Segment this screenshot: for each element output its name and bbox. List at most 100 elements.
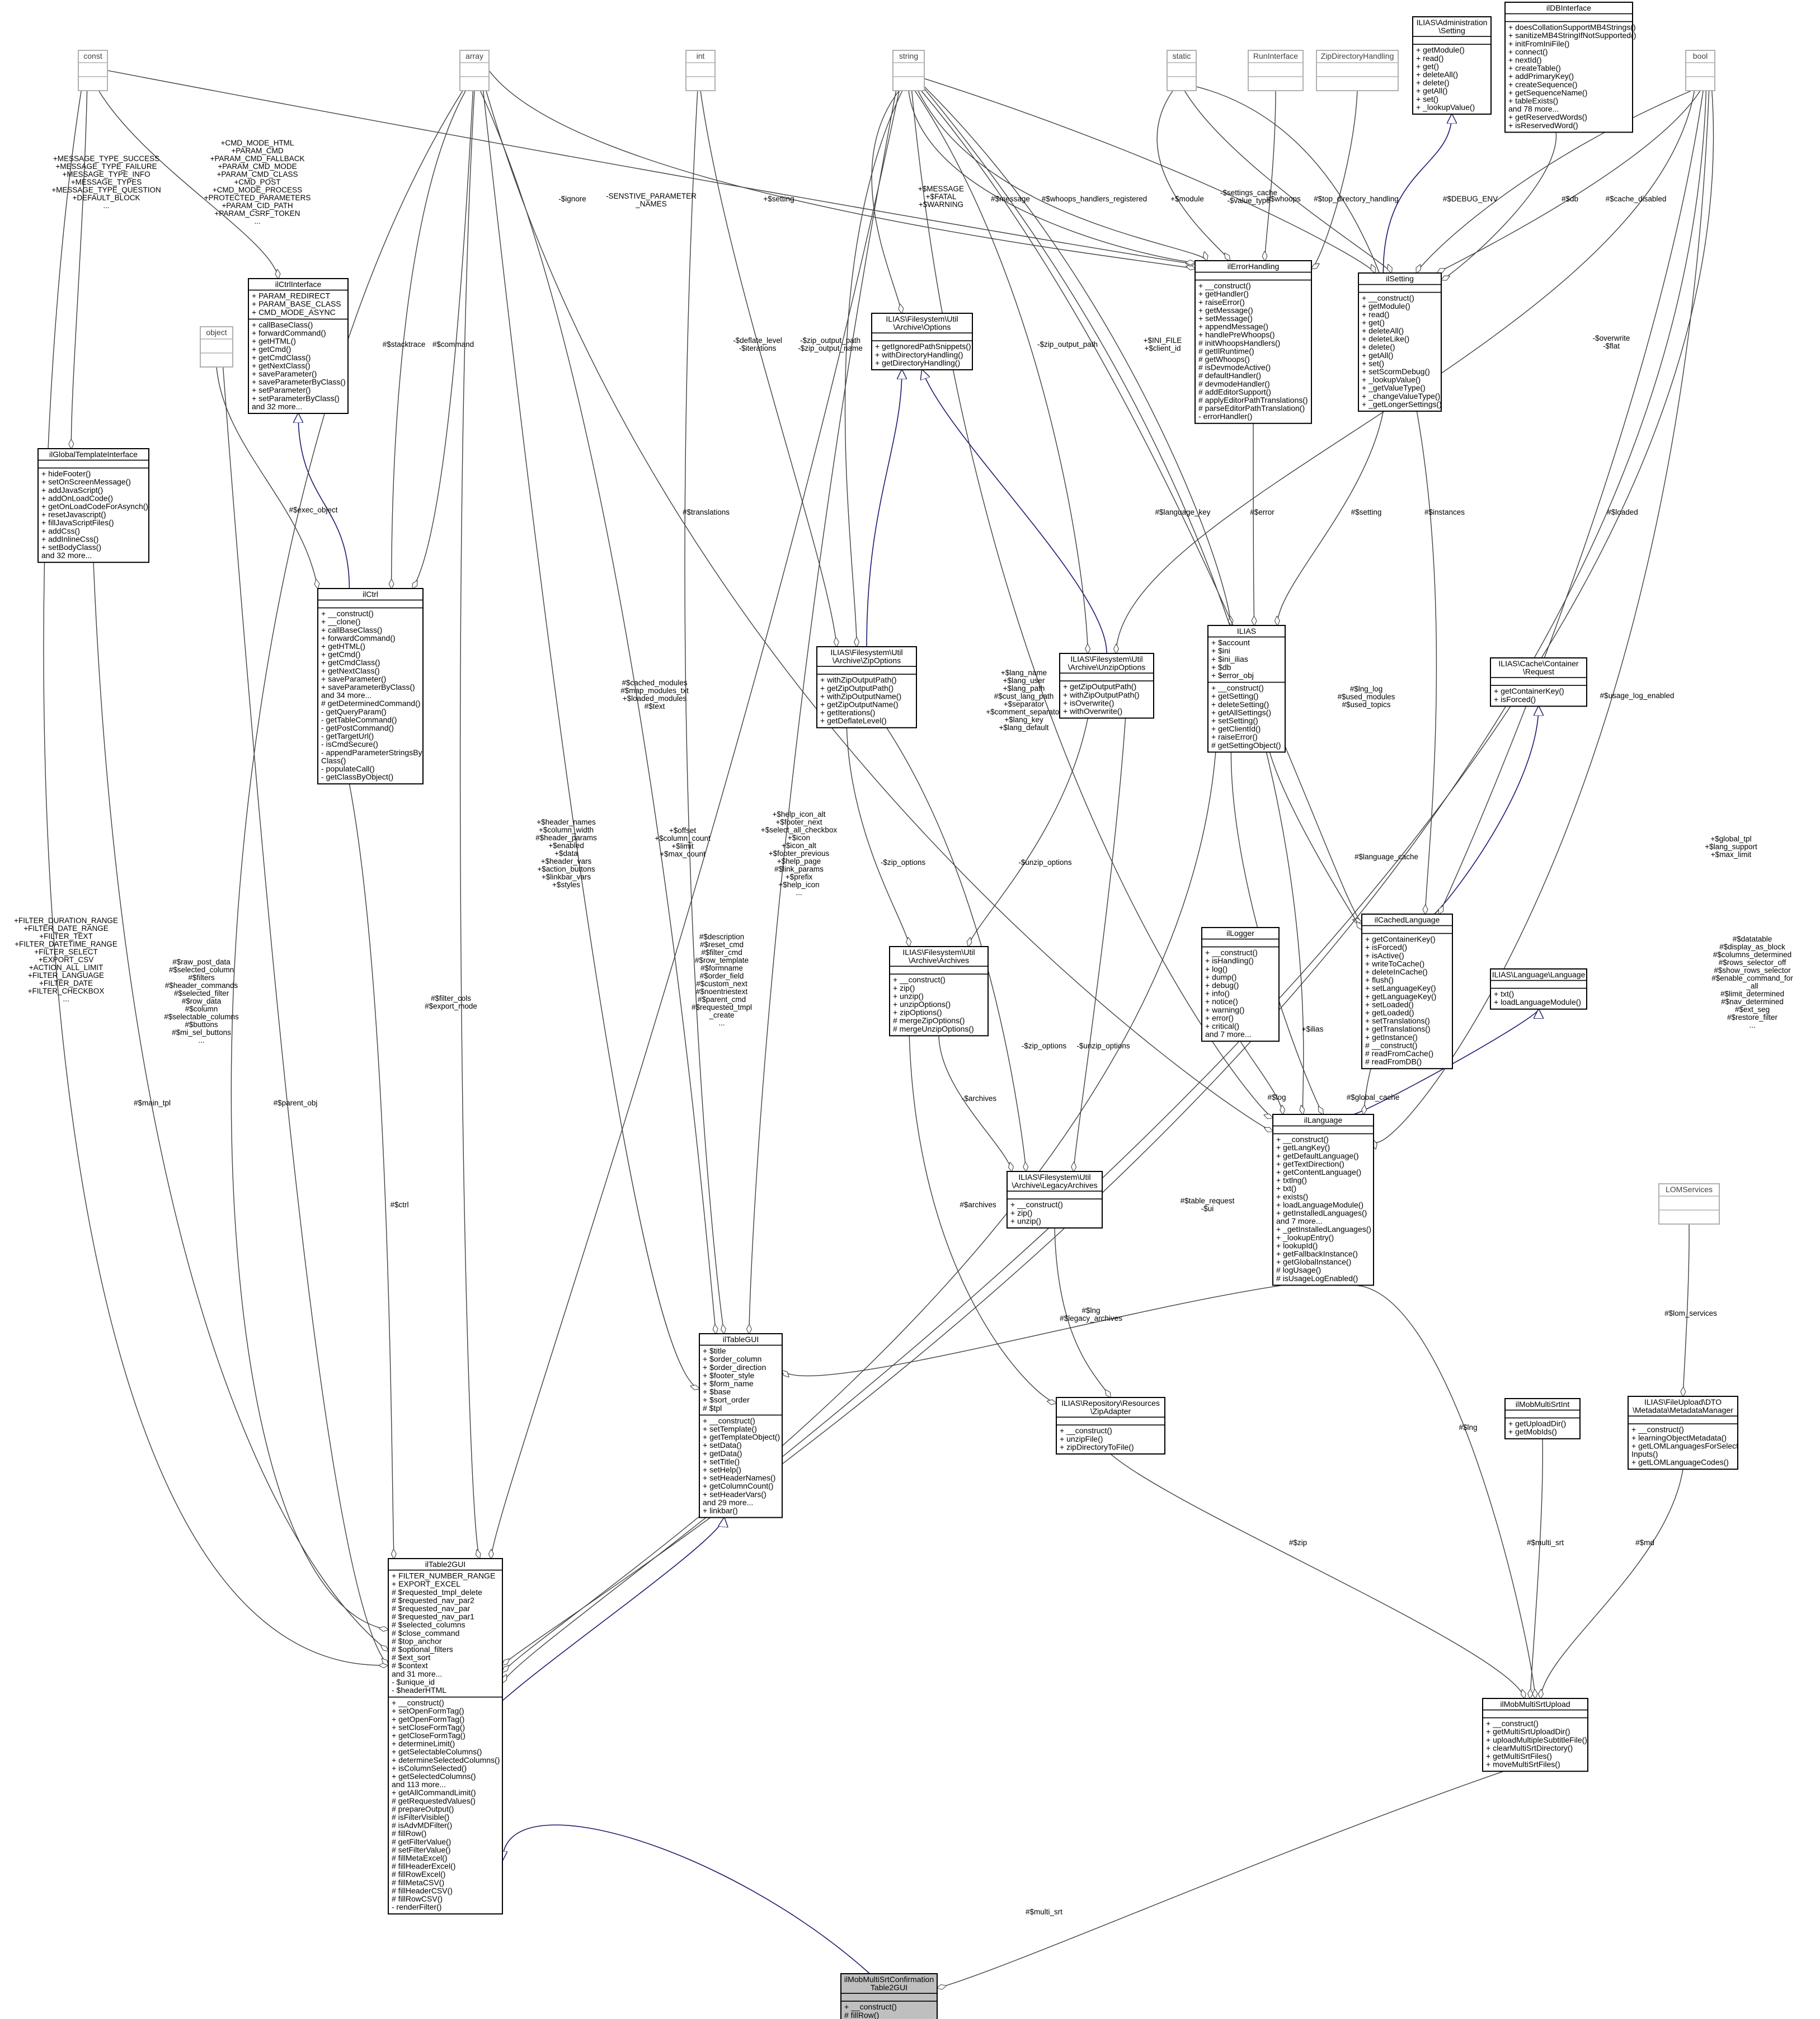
class-attribute: # $top_anchor bbox=[392, 1636, 442, 1645]
class-unzip-options[interactable]: ILIAS\Filesystem\Util\Archive\UnzipOptio… bbox=[1059, 653, 1154, 719]
class-il-table2gui[interactable]: ilTable2GUI+ FILTER_NUMBER_RANGE+ EXPORT… bbox=[388, 1558, 503, 1915]
class-attribute: + $footer_style bbox=[703, 1371, 754, 1380]
class-name: \Archive\Archives bbox=[909, 956, 969, 965]
class-method: + get() bbox=[1416, 62, 1439, 70]
class-method: + setOpenFormTag() bbox=[392, 1706, 464, 1715]
class-il-setting[interactable]: ilSetting+ __construct()+ getModule()+ r… bbox=[1358, 272, 1442, 412]
class-name: \Archive\UnzipOptions bbox=[1068, 663, 1146, 672]
class-string[interactable]: string bbox=[892, 50, 925, 91]
class-method: + setHeaderNames() bbox=[703, 1474, 775, 1483]
class-admin-setting[interactable]: ILIAS\Administration\Setting+ getModule(… bbox=[1412, 16, 1492, 115]
class-method: + __construct() bbox=[321, 609, 374, 618]
class-method: + critical() bbox=[1205, 1022, 1239, 1030]
class-method: + isForced() bbox=[1365, 943, 1407, 952]
class-method: + raiseError() bbox=[1198, 298, 1245, 307]
class-name: ILIAS\FileUpload\DTO bbox=[1644, 1397, 1722, 1406]
edge-label-command: #$command bbox=[432, 340, 474, 349]
class-name: ILIAS\Cache\Container bbox=[1498, 659, 1579, 668]
class-lomservices[interactable]: LOMServices bbox=[1658, 1183, 1720, 1225]
class-il-global-template-interface[interactable]: ilGlobalTemplateInterface+ hideFooter()+… bbox=[37, 448, 149, 563]
class-method: + setOnScreenMessage() bbox=[41, 477, 131, 486]
class-name: ILIAS\Filesystem\Util bbox=[1070, 655, 1142, 663]
class-il-language[interactable]: ilLanguage+ __construct()+ getLangKey()+… bbox=[1272, 1114, 1374, 1286]
edge-globaltpl-table2 bbox=[93, 562, 388, 1651]
class-il-ctrl[interactable]: ilCtrl+ __construct()+ __clone()+ callBa… bbox=[317, 588, 424, 785]
edge-label-instances: #$instances bbox=[1424, 508, 1465, 516]
class-method: - errorHandler() bbox=[1198, 412, 1252, 421]
class-il-error-handling[interactable]: ilErrorHandling+ __construct()+ getHandl… bbox=[1194, 260, 1312, 424]
edge-label-ini-file: +$INI_FILE+$client_id bbox=[1144, 336, 1182, 352]
class-method: + getLOMLanguagesForSelect bbox=[1631, 1441, 1738, 1450]
class-attribute: + PARAM_REDIRECT bbox=[252, 291, 331, 300]
class-archives[interactable]: ILIAS\Filesystem\Util\Archive\Archives+ … bbox=[889, 946, 989, 1037]
class-name: ILIAS bbox=[1237, 627, 1256, 636]
class-method: + set() bbox=[1362, 359, 1384, 368]
edge-db-setting bbox=[1441, 132, 1556, 280]
class-box bbox=[699, 1333, 783, 1518]
class-il-logger[interactable]: ilLogger+ __construct()+ isHandling()+ l… bbox=[1201, 927, 1280, 1042]
class-method: + lookupId() bbox=[1276, 1241, 1318, 1250]
class-method: # initWhoopsHandlers() bbox=[1198, 338, 1280, 347]
class-method: + setBodyClass() bbox=[41, 543, 101, 552]
class-il-mob-multi-srt-int[interactable]: ilMobMultiSrtInt+ getUploadDir()+ getMob… bbox=[1504, 1398, 1581, 1439]
class-ilias[interactable]: ILIAS+ $account+ $ini+ $ini_ilias+ $db+ … bbox=[1207, 625, 1286, 753]
edge-label-const-ctrlinterface: +CMD_MODE_HTML+PARAM_CMD+PARAM_CMD_FALLB… bbox=[204, 139, 311, 225]
edge-lom-metadata bbox=[1683, 1223, 1690, 1396]
class-attribute: + $db bbox=[1211, 662, 1231, 671]
class-method: + getAll() bbox=[1416, 86, 1447, 95]
class-il-table-gui[interactable]: ilTableGUI+ $title+ $order_column+ $orde… bbox=[699, 1333, 783, 1518]
class-method: + getIterations() bbox=[820, 708, 875, 717]
class-il-dbinterface[interactable]: ilDBInterface+ doesCollationSupportMB4St… bbox=[1504, 2, 1636, 133]
class-array[interactable]: array bbox=[459, 50, 490, 91]
class-const[interactable]: const bbox=[78, 50, 108, 91]
class-attribute: + $ini_ilias bbox=[1211, 655, 1248, 663]
edge-label-lng-legacy: #$lng#$legacy_archives bbox=[1060, 1306, 1122, 1323]
class-method: + __clone() bbox=[321, 617, 360, 626]
class-method: + getDeflateLevel() bbox=[820, 716, 887, 725]
edge-label-deflate: -$deflate_level-$iterations bbox=[733, 336, 782, 352]
edge-label-module: +$module bbox=[1170, 195, 1204, 203]
class-lang-language[interactable]: ILIAS\Language\Language+ txt()+ loadLang… bbox=[1490, 968, 1587, 1010]
class-archive-options[interactable]: ILIAS\Filesystem\Util\Archive\Options+ g… bbox=[871, 313, 973, 370]
class-method: + notice() bbox=[1205, 997, 1238, 1006]
class-name: \ZipAdapter bbox=[1090, 1407, 1131, 1416]
class-static[interactable]: static bbox=[1167, 50, 1197, 91]
class-box bbox=[1358, 272, 1442, 412]
class-method: # prepareOutput() bbox=[392, 1804, 454, 1813]
class-method: # getFilterValue() bbox=[392, 1837, 451, 1846]
class-method: # isFilterVisible() bbox=[392, 1813, 449, 1822]
class-method: + withOverwrite() bbox=[1063, 707, 1122, 716]
edge-label-filter-cols: #$filter_cols#$export_mode bbox=[425, 994, 477, 1010]
class-method: + isActive() bbox=[1365, 951, 1404, 960]
class-method: + __construct() bbox=[1362, 294, 1414, 303]
class-zip-directory-handling[interactable]: ZipDirectoryHandling bbox=[1316, 50, 1399, 91]
class-method: + isReservedWord() bbox=[1508, 121, 1578, 130]
class-method: and 32 more... bbox=[252, 402, 302, 411]
class-method: + saveParameter() bbox=[252, 369, 317, 378]
class-il-cached-language[interactable]: ilCachedLanguage+ getContainerKey()+ isF… bbox=[1361, 914, 1453, 1070]
class-name: object bbox=[206, 328, 227, 337]
class-method: + setScormDebug() bbox=[1362, 367, 1430, 376]
class-method: + deleteSetting() bbox=[1211, 700, 1269, 709]
class-method: + addOnLoadCode() bbox=[41, 493, 113, 502]
edge-label-overwrite: -$overwrite-$flat bbox=[1593, 334, 1630, 350]
class-legacy-archives[interactable]: ILIAS\Filesystem\Util\Archive\LegacyArch… bbox=[1007, 1171, 1103, 1229]
class-zip-adapter[interactable]: ILIAS\Repository\Resources\ZipAdapter+ _… bbox=[1056, 1397, 1165, 1455]
edge-label-setting-opt: +$setting bbox=[763, 195, 794, 203]
class-method: + getReservedWords() bbox=[1508, 112, 1587, 121]
class-object[interactable]: object bbox=[200, 326, 233, 368]
class-zip-options[interactable]: ILIAS\Filesystem\Util\Archive\ZipOptions… bbox=[816, 646, 917, 728]
class-method: + txt() bbox=[1276, 1184, 1296, 1193]
class-il-mob-multi-srt-upload[interactable]: ilMobMultiSrtUpload+ __construct()+ getM… bbox=[1482, 1698, 1588, 1772]
class-metadata-manager[interactable]: ILIAS\FileUpload\DTO\Metadata\MetadataMa… bbox=[1628, 1396, 1738, 1470]
class-run-interface[interactable]: RunInterface bbox=[1248, 50, 1304, 91]
class-method: + unzipOptions() bbox=[893, 1000, 951, 1009]
class-attribute: + $order_column bbox=[703, 1354, 761, 1363]
class-bool[interactable]: bool bbox=[1685, 50, 1715, 91]
class-il-ctrl-interface[interactable]: ilCtrlInterface+ PARAM_REDIRECT+ PARAM_B… bbox=[248, 278, 349, 414]
class-cache-request[interactable]: ILIAS\Cache\Container\Request+ getContai… bbox=[1490, 657, 1587, 707]
class-box bbox=[1658, 1183, 1720, 1225]
class-int[interactable]: int bbox=[685, 50, 716, 91]
class-method: + getModule() bbox=[1362, 302, 1410, 310]
